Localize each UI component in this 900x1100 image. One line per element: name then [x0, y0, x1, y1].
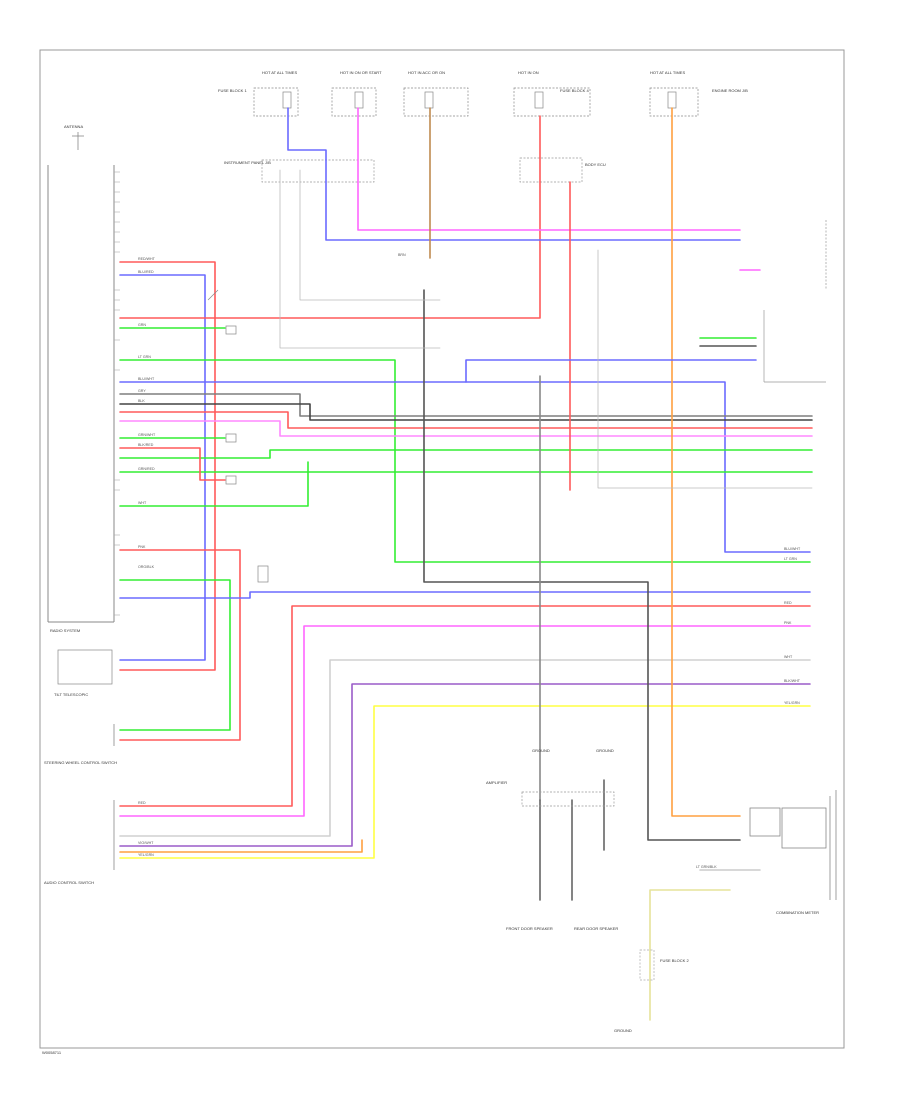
wire-label-brn: BRN: [398, 253, 406, 257]
wire-label-lt-grn-blk: LT GRN/BLK: [696, 865, 717, 869]
fuse-block-4: [513, 87, 591, 117]
wire-blk-center: [423, 289, 741, 841]
ground-label-2: GROUND: [596, 748, 614, 753]
wires: [119, 107, 813, 1021]
radio-system-label: RADIO SYSTEM: [50, 628, 80, 633]
wire-label-gry: GRY: [138, 389, 146, 393]
ground-label-1: GROUND: [532, 748, 550, 753]
wire-blu-lower: [119, 591, 811, 599]
wire-pnk-fb2: [357, 107, 741, 231]
wire-label-grn: GRN: [138, 323, 146, 327]
wire-label-blk: BLK: [138, 399, 145, 403]
body-ecu: [519, 157, 583, 183]
wire-pnk-2: [119, 625, 811, 817]
wire-red-bus: [119, 411, 813, 429]
wire-label-blk-red: BLK/RED: [138, 443, 154, 447]
hot-label-5: HOT AT ALL TIMES: [650, 70, 685, 75]
wire-org-2: [119, 839, 363, 853]
wire-grn-vert: [119, 461, 309, 507]
fuse-block-3: [403, 87, 469, 117]
wire-gry-thin-3: [597, 249, 813, 489]
wire-label-wht: WHT: [138, 501, 147, 505]
wire-yel-meter: [649, 889, 731, 1021]
hot-label-3: HOT IN ACC OR ON: [408, 70, 445, 75]
wire-label-lt-grn: LT GRN: [138, 355, 151, 359]
rear-door-speaker-label: REAR DOOR SPEAKER: [574, 926, 618, 931]
wire-label-lt-grn-right: LT GRN: [784, 557, 797, 561]
wire-grn-2: [119, 449, 813, 459]
wire-label-grn-wht: GRN/WHT: [138, 433, 156, 437]
radio-pin-ticks: [114, 171, 120, 616]
wire-label-blu-red: BLU/RED: [138, 270, 154, 274]
wire-yel-2: [119, 705, 811, 859]
wire-blu-right: [465, 359, 757, 383]
wire-label-pnk: PNK: [138, 545, 146, 549]
diagram-frame: [39, 49, 845, 1049]
antenna-icon: ANTENNA: [64, 124, 84, 150]
tilt-telescopic-unit: [57, 649, 113, 685]
wire-blu-wht-long: [119, 381, 811, 553]
wire-lt-grn-lower: [119, 579, 231, 731]
ground-label-3: GROUND: [614, 1028, 632, 1033]
wire-red-lower: [119, 549, 241, 741]
wire-red-short: [119, 447, 226, 481]
amplifier-label: AMPLIFIER: [486, 780, 507, 785]
fuse-block-5: [649, 87, 699, 117]
wire-vio-2: [119, 683, 811, 847]
wire-blu-red: [119, 274, 206, 661]
amplifier-box: [521, 791, 615, 807]
fuse-block-4-label: FUSE BLOCK 4: [560, 88, 589, 93]
wire-label-blu-wht: BLU/WHT: [138, 377, 155, 381]
steering-sw-label: STEERING WHEEL CONTROL SWITCH: [44, 760, 117, 765]
inline-switches: [207, 289, 269, 583]
wire-blu-fb1: [287, 107, 741, 241]
wire-red-wht: [119, 261, 216, 671]
wire-wht-2: [119, 659, 811, 837]
front-door-speaker-label: FRONT DOOR SPEAKER: [506, 926, 553, 931]
wire-red-2: [119, 605, 811, 807]
wire-blk-bus: [119, 403, 813, 421]
wire-lt-grn-long: [119, 359, 811, 563]
engine-room-jb-label: ENGINE ROOM J/B: [712, 88, 748, 93]
wire-label-wht-right: WHT: [784, 655, 793, 659]
hot-label-1: HOT AT ALL TIMES: [262, 70, 297, 75]
instrument-panel-jb-label: INSTRUMENT PANEL J/B: [224, 160, 271, 165]
right-connector-block: [763, 220, 827, 383]
wire-label-red-wht: RED/WHT: [138, 257, 156, 261]
wire-gry-thin-2: [299, 169, 441, 301]
wire-org-fb5: [671, 107, 741, 817]
hot-label-4: HOT IN ON: [518, 70, 539, 75]
wire-gry-bus: [119, 393, 813, 417]
antenna-label: ANTENNA: [64, 124, 83, 129]
body-ecu-label: BODY ECU: [585, 162, 606, 167]
wire-label-blu-wht-right: BLU/WHT: [784, 547, 801, 551]
fuse-block-1-label: FUSE BLOCK 1: [218, 88, 247, 93]
wire-label-yel-grn-right: YEL/GRN: [784, 701, 800, 705]
tilt-telescopic-label: TILT TELESCOPIC: [54, 692, 88, 697]
combination-meter-unit: [749, 790, 837, 900]
wire-pnk-bus: [119, 420, 813, 437]
wire-label-red: RED: [138, 801, 146, 805]
wire-label-red-right: RED: [784, 601, 792, 605]
fuse-block-2: [331, 87, 377, 117]
fuse-block-2-label: FUSE BLOCK 2: [660, 958, 689, 963]
wire-label-vio-wht: VIO/WHT: [138, 841, 154, 845]
combination-meter-label: COMBINATION METER: [776, 910, 819, 915]
wire-label-org-blk: ORG/BLK: [138, 565, 155, 569]
instrument-panel-jb: [261, 159, 375, 183]
wire-gry-thin-1: [279, 169, 441, 349]
page-code: W0058711: [42, 1050, 62, 1055]
hot-label-2: HOT IN ON OR START: [340, 70, 382, 75]
audio-control-label: AUDIO CONTROL SWITCH: [44, 880, 94, 885]
wire-red-fb4: [119, 115, 541, 319]
wire-label-yel-grn: YEL/GRN: [138, 853, 154, 857]
radio-system-unit: RADIO SYSTEM: [47, 165, 115, 633]
fuse-block-2-body: [639, 949, 655, 981]
wire-color-labels: RED/WHT BLU/RED GRN LT GRN BLU/WHT GRY B…: [138, 253, 801, 869]
wire-label-grn-red: GRN/RED: [138, 467, 155, 471]
wire-label-blk-wht-right: BLK/WHT: [784, 679, 801, 683]
fuse-block-1: [253, 87, 299, 117]
wire-label-pnk-right: PNK: [784, 621, 792, 625]
